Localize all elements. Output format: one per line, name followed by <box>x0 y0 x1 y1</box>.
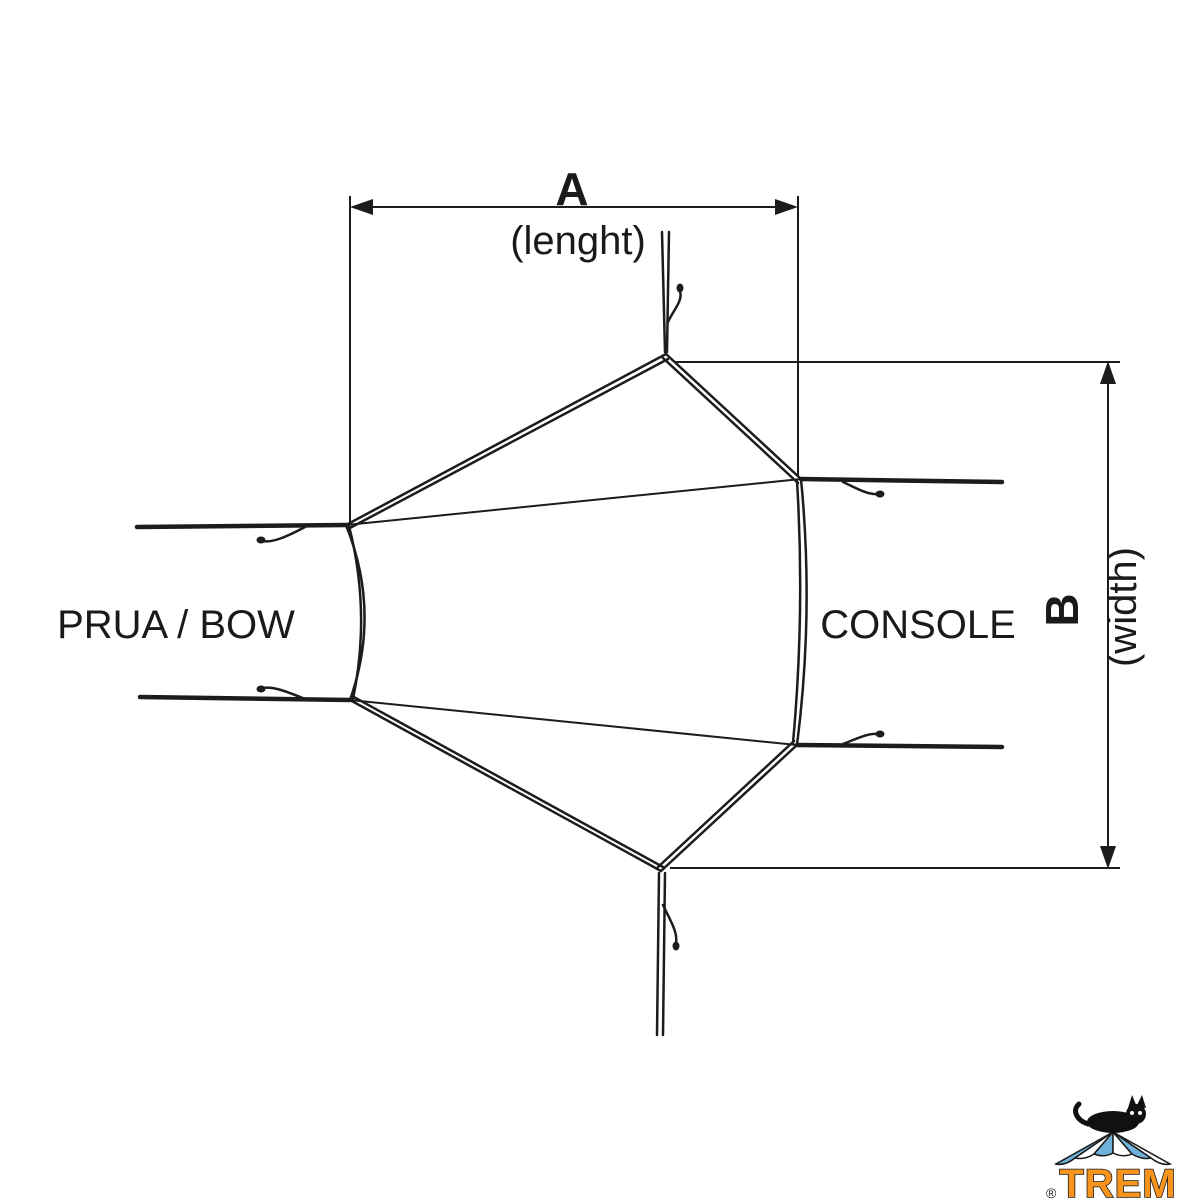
dim-a-arrow-left-icon <box>350 199 373 215</box>
registered-trademark-icon: ® <box>1046 1185 1057 1200</box>
strap-left-lower <box>137 694 353 703</box>
hook-top-icon <box>666 289 682 324</box>
hook-right-lower-tip-icon <box>875 730 885 738</box>
trem-logo: TREM ® <box>1046 1095 1176 1200</box>
dim-b-label: B <box>1036 593 1088 626</box>
dim-b-arrow-bottom-icon <box>1100 846 1116 869</box>
awning-stripes-icon <box>1053 1129 1173 1166</box>
hook-left-upper-icon <box>261 525 307 543</box>
strap-bottom-left-line <box>655 871 661 1037</box>
dim-a-label: A <box>555 163 588 215</box>
awning-top-right-edge-outer <box>664 352 803 481</box>
awning-upper-chord <box>345 478 802 526</box>
awning-console-curve-outer <box>795 477 808 747</box>
straps <box>134 230 1005 1037</box>
hook-right-upper-tip-icon <box>875 490 885 498</box>
strap-top-right-line <box>665 230 671 354</box>
dim-b-sublabel: (width) <box>1101 547 1145 667</box>
awning-bottom-right-edge-inner <box>656 739 796 869</box>
awning-bottom-right-edge-outer <box>659 743 799 873</box>
dim-a-arrow-right-icon <box>775 199 798 215</box>
cat-mascot-icon <box>1073 1095 1146 1133</box>
dim-a-sublabel: (lenght) <box>510 219 646 263</box>
dim-b-arrow-top-icon <box>1100 361 1116 384</box>
awning-top-left-edge-inner <box>346 357 670 531</box>
awning-console-curve-inner <box>791 479 802 745</box>
awning-top-right-edge-inner <box>661 356 800 485</box>
strap-top-left-line <box>660 230 667 354</box>
strap-left-upper <box>134 522 349 530</box>
bow-label: PRUA / BOW <box>57 603 295 647</box>
hook-bottom-tip-icon <box>672 941 680 951</box>
hooks <box>256 283 885 951</box>
console-label: CONSOLE <box>820 603 1016 647</box>
awning-top-left-edge-outer <box>344 352 668 527</box>
hook-left-upper-tip-icon <box>256 536 266 544</box>
awning-lower-chord <box>349 699 798 746</box>
awning-bottom-left-edge-inner <box>350 694 665 869</box>
awning-bottom-left-edge-outer <box>348 698 663 873</box>
strap-bottom-right-line <box>661 871 667 1037</box>
hook-right-lower-icon <box>841 732 879 746</box>
strap-right-lower <box>794 742 1005 750</box>
dimension-b <box>670 361 1120 869</box>
strap-right-upper <box>798 476 1005 485</box>
brand-wordmark: TREM <box>1059 1162 1176 1200</box>
hook-left-lower-icon <box>261 686 307 701</box>
hook-top-tip-icon <box>676 283 684 293</box>
awning-outline <box>344 352 808 873</box>
hook-bottom-icon <box>661 903 678 945</box>
hook-right-upper-icon <box>841 480 879 496</box>
awning-bow-curve-inner <box>347 524 363 701</box>
dimension-a <box>349 196 799 522</box>
hook-left-lower-tip-icon <box>256 685 266 693</box>
